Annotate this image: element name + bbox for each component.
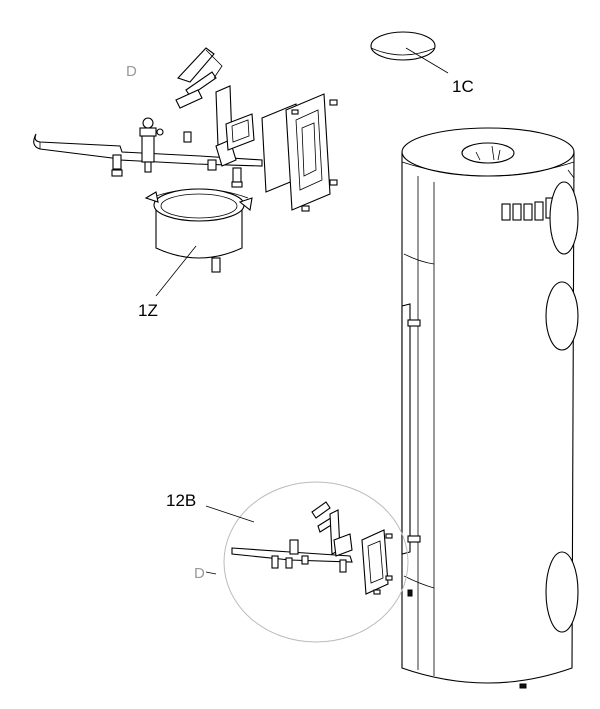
ghost-label-bottom: D bbox=[194, 565, 205, 582]
burner-pot bbox=[144, 188, 253, 273]
bracket-assembly-upper bbox=[33, 47, 338, 212]
callout-1z: 1Z bbox=[138, 301, 158, 320]
leader-line-1c bbox=[405, 47, 449, 74]
detail-view-circle bbox=[223, 481, 409, 643]
leader-line-ghost-bottom bbox=[205, 571, 217, 575]
callout-1c: 1C bbox=[452, 77, 474, 96]
ghost-label-top: D bbox=[126, 63, 137, 80]
leader-line-1z bbox=[155, 245, 197, 297]
callout-12b: 12B bbox=[166, 491, 196, 510]
stove-body bbox=[401, 127, 579, 689]
leader-line-12b bbox=[205, 505, 255, 523]
lid-disc bbox=[370, 31, 436, 61]
bracket-assembly-detail bbox=[231, 501, 393, 595]
